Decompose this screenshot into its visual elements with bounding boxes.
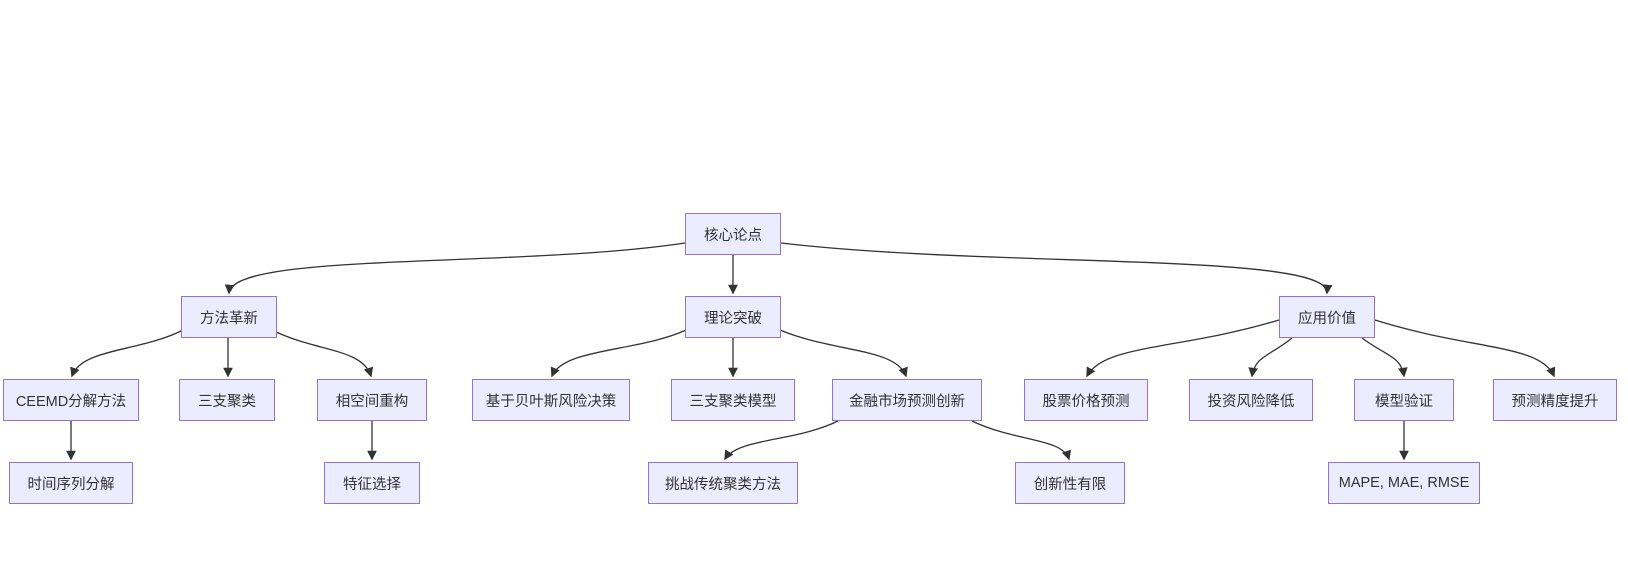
edge-application-risk (1248, 337, 1293, 378)
node-ceemd: CEEMD分解方法 (3, 379, 139, 421)
edge-application-stock (1086, 319, 1280, 378)
node-three-way: 三支聚类 (179, 379, 275, 421)
node-validation: 模型验证 (1354, 379, 1454, 421)
node-fin-innov: 金融市场预测创新 (832, 379, 982, 421)
node-risk: 投资风险降低 (1189, 379, 1313, 421)
edge-application-precision (1374, 319, 1556, 378)
node-method: 方法革新 (181, 296, 277, 338)
node-metrics: MAPE, MAE, RMSE (1328, 462, 1480, 504)
edge-theory-bayes (550, 329, 687, 378)
edge-method-phase (271, 329, 374, 378)
edge-theory-fin-innov (779, 329, 908, 378)
node-feature: 特征选择 (324, 462, 420, 504)
node-core: 核心论点 (685, 213, 781, 255)
edge-application-validation (1361, 337, 1408, 378)
edge-core-application (780, 242, 1333, 295)
node-stock: 股票价格预测 (1024, 379, 1148, 421)
edge-fin-innov-challenge (724, 420, 839, 461)
node-limited: 创新性有限 (1015, 462, 1125, 504)
node-twc-model: 三支聚类模型 (671, 379, 795, 421)
node-theory: 理论突破 (685, 296, 781, 338)
edge-method-ceemd (70, 329, 184, 378)
node-challenge: 挑战传统聚类方法 (648, 462, 798, 504)
node-bayes: 基于贝叶斯风险决策 (472, 379, 630, 421)
node-precision: 预测精度提升 (1493, 379, 1617, 421)
node-decomp: 时间序列分解 (9, 462, 133, 504)
edge-fin-innov-limited (971, 420, 1071, 461)
node-application: 应用价值 (1279, 296, 1375, 338)
node-phase: 相空间重构 (317, 379, 427, 421)
edge-core-method (224, 242, 686, 295)
